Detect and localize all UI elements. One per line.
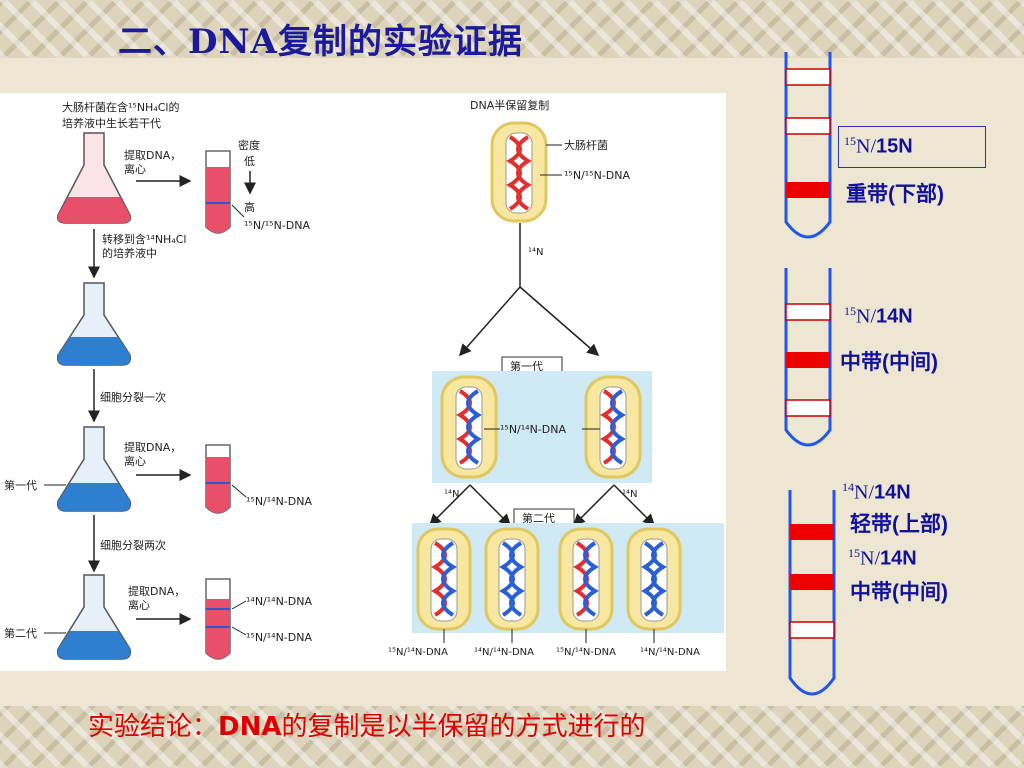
ecoli-label: 大肠杆菌 [564, 138, 608, 152]
test-tube-3-icon [205, 578, 231, 660]
ecoli-capsule-top-icon [490, 121, 548, 223]
transfer-line1: 转移到含¹⁴NH₄Cl [102, 232, 186, 246]
middle-dna-15-15: ¹⁵N/¹⁵N-DNA [564, 169, 630, 182]
low-label: 低 [244, 155, 255, 168]
n14-left-label: ¹⁴N [444, 489, 460, 500]
experiment-illustration: 大肠杆菌在含¹⁵NH₄Cl的 培养液中生长若干代 提取DNA， 离心 密度 低 … [0, 93, 726, 671]
gen2-left-label: 第二代 [4, 626, 37, 640]
centrifuge-tube-middle [778, 268, 838, 458]
transfer-line2: 的培养液中 [102, 246, 157, 260]
gen2-dna-label-4: ¹⁴N/¹⁴N-DNA [640, 647, 700, 658]
decorative-bottom-border [0, 706, 1024, 768]
experiment-diagram-svg: 大肠杆菌在含¹⁵NH₄Cl的 培养液中生长若干代 提取DNA， 离心 密度 低 … [4, 98, 724, 660]
centrifuge2: 离心 [124, 454, 146, 468]
conclusion-text: 实验结论：DNA的复制是以半保留的方式进行的 [88, 712, 646, 742]
test-tube-1-icon [205, 150, 231, 234]
gen2-dna-label-2: ¹⁴N/¹⁴N-DNA [474, 647, 534, 658]
isotope-label-1: 15N/15N [844, 134, 913, 158]
middle-title: DNA半保留复制 [470, 98, 549, 112]
dna-15-15-label: ¹⁵N/¹⁵N-DNA [244, 219, 310, 232]
isotope-box-15-15 [838, 126, 986, 168]
ecoli-capsule-gen2-3-icon [558, 527, 614, 631]
band-label-middle-2: 中带(中间) [850, 581, 948, 604]
gen2-dna-label-3: ¹⁵N/¹⁴N-DNA [556, 647, 616, 658]
gen2-dna-label-1: ¹⁵N/¹⁴N-DNA [388, 647, 448, 658]
band-label-middle: 中带(中间) [840, 351, 938, 374]
flask-blue-3-icon [56, 574, 132, 660]
extract2: 提取DNA， [124, 441, 181, 454]
n14-top-label: ¹⁴N [528, 247, 544, 258]
test-tube-2-icon [205, 444, 231, 514]
gen2-box-label: 第二代 [522, 511, 555, 525]
ecoli-capsule-gen2-1-icon [416, 527, 472, 631]
extract1: 提取DNA， [124, 149, 181, 162]
flask-blue-2-icon [56, 426, 132, 512]
dna-14-14-label: ¹⁴N/¹⁴N-DNA [246, 595, 312, 608]
extract3: 提取DNA， [128, 585, 185, 598]
divide-twice: 细胞分裂两次 [100, 538, 166, 552]
isotope-label-2: 15N/14N [844, 304, 913, 328]
decorative-top-border [0, 0, 1024, 58]
band-label-light: 轻带(上部) [850, 513, 948, 536]
caption-line1: 大肠杆菌在含¹⁵NH₄Cl的 [62, 100, 179, 114]
dna-15-14-b-label: ¹⁵N/¹⁴N-DNA [246, 631, 312, 644]
middle-dna-15-14: ¹⁵N/¹⁴N-DNA [500, 423, 566, 436]
ecoli-capsule-gen2-4-icon [626, 527, 682, 631]
high-label: 高 [244, 200, 255, 214]
ecoli-capsule-gen2-2-icon [484, 527, 540, 631]
caption-line2: 培养液中生长若干代 [62, 116, 161, 130]
isotope-label-3: 14N/14N [842, 480, 911, 504]
divide-once: 细胞分裂一次 [100, 390, 166, 404]
n14-right-label: ¹⁴N [622, 489, 638, 500]
flask-blue-1-icon [56, 282, 132, 366]
gen1-left-label: 第一代 [4, 478, 37, 492]
centrifuge-tube-gen2 [782, 490, 842, 710]
density-label: 密度 [238, 138, 260, 152]
centrifuge-tube-heavy [778, 52, 838, 252]
dna-15-14-label: ¹⁵N/¹⁴N-DNA [246, 495, 312, 508]
band-label-heavy: 重带(下部) [846, 183, 944, 206]
ecoli-capsule-gen1-right-icon [584, 375, 642, 479]
slide-title: 二、DNA复制的实验证据 [118, 22, 523, 62]
ecoli-capsule-gen1-left-icon [440, 375, 498, 479]
gen1-box-label: 第一代 [510, 359, 543, 373]
isotope-label-4: 15N/14N [848, 546, 917, 570]
centrifuge1: 离心 [124, 162, 146, 176]
flask-red-icon [56, 132, 132, 224]
centrifuge3: 离心 [128, 598, 150, 612]
